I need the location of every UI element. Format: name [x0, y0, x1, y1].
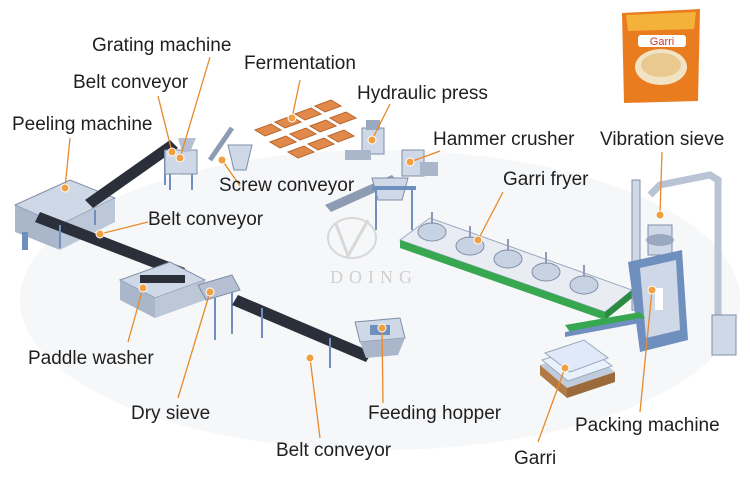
leader-line — [537, 367, 566, 443]
hydraulic-press — [345, 120, 385, 160]
leader-lines — [60, 56, 665, 443]
label-fermentation: Fermentation — [244, 53, 356, 74]
label-grating-machine: Grating machine — [92, 35, 232, 56]
leader-line — [371, 103, 391, 141]
fermentation-bags — [253, 99, 358, 159]
leader-line — [381, 327, 384, 404]
label-garri-fryer: Garri fryer — [503, 169, 589, 190]
label-paddle-washer: Paddle washer — [28, 348, 154, 369]
label-peeling-machine: Peeling machine — [12, 114, 153, 135]
fermentation-bag — [308, 119, 338, 133]
label-garri: Garri — [514, 448, 557, 469]
leader-dot — [175, 153, 185, 163]
leader-line — [291, 79, 301, 119]
label-belt-conveyor-bottom: Belt conveyor — [276, 440, 392, 461]
leader-line — [157, 95, 173, 153]
fryer-pot — [569, 275, 599, 295]
fermentation-bag — [326, 129, 356, 143]
label-feeding-hopper: Feeding hopper — [368, 403, 502, 424]
leader-line — [99, 221, 149, 235]
fermentation-bag — [288, 127, 318, 141]
belt-conveyor-lower — [232, 295, 372, 368]
fermentation-bag — [268, 135, 298, 149]
label-packing-machine: Packing machine — [575, 415, 720, 436]
garri-fryer — [398, 212, 634, 320]
leader-dot — [167, 147, 177, 157]
leader-dot — [367, 135, 377, 145]
label-belt-conveyor-mid: Belt conveyor — [148, 209, 264, 230]
watermark: DOING — [330, 267, 418, 287]
fermentation-bag — [293, 107, 323, 121]
label-hydraulic-press: Hydraulic press — [357, 83, 488, 104]
fermentation-bag — [313, 99, 343, 113]
leader-line — [221, 159, 241, 187]
fryer-pot — [417, 222, 447, 242]
garri-bags-pallet — [540, 339, 615, 398]
screw-conveyor-small — [207, 126, 253, 171]
label-screw-conveyor: Screw conveyor — [219, 175, 355, 196]
fermentation-bag — [253, 123, 283, 137]
garri-package-image: Garri — [622, 9, 700, 103]
package-brand: Garri — [650, 36, 674, 48]
fermentation-bag — [286, 145, 316, 159]
watermark-logo — [327, 217, 377, 260]
leader-dot — [560, 363, 570, 373]
leader-line — [639, 289, 653, 413]
leader-line — [177, 291, 211, 399]
leader-dot — [138, 283, 148, 293]
label-belt-conveyor-top: Belt conveyor — [73, 72, 189, 93]
label-hammer-crusher: Hammer crusher — [433, 129, 575, 150]
leader-line — [64, 137, 71, 189]
leader-line — [309, 357, 321, 439]
leader-dot — [647, 285, 657, 295]
packing-machine — [628, 250, 737, 356]
packing-conveyor — [565, 312, 645, 337]
leader-dot — [655, 210, 665, 220]
leader-dot — [473, 235, 483, 245]
leader-dot — [377, 323, 387, 333]
fryer-pot — [493, 249, 523, 269]
leader-dot — [205, 287, 215, 297]
fryer-pot — [531, 262, 561, 282]
leader-dot — [305, 353, 315, 363]
vibration-sieve-tower — [631, 171, 722, 320]
leader-dot — [60, 183, 70, 193]
leader-line — [127, 287, 144, 343]
leader-line — [179, 56, 211, 159]
leader-line — [659, 151, 663, 216]
leader-dot — [405, 157, 415, 167]
leader-dot — [217, 155, 227, 165]
fryer-frame — [372, 186, 416, 230]
label-vibration-sieve: Vibration sieve — [600, 129, 725, 150]
leader-dot — [95, 229, 105, 239]
fermentation-bag — [328, 111, 358, 125]
fermentation-bag — [306, 137, 336, 151]
leader-line — [477, 191, 504, 241]
leader-line — [409, 150, 441, 163]
leader-dot — [287, 113, 297, 123]
label-dry-sieve: Dry sieve — [131, 403, 211, 424]
